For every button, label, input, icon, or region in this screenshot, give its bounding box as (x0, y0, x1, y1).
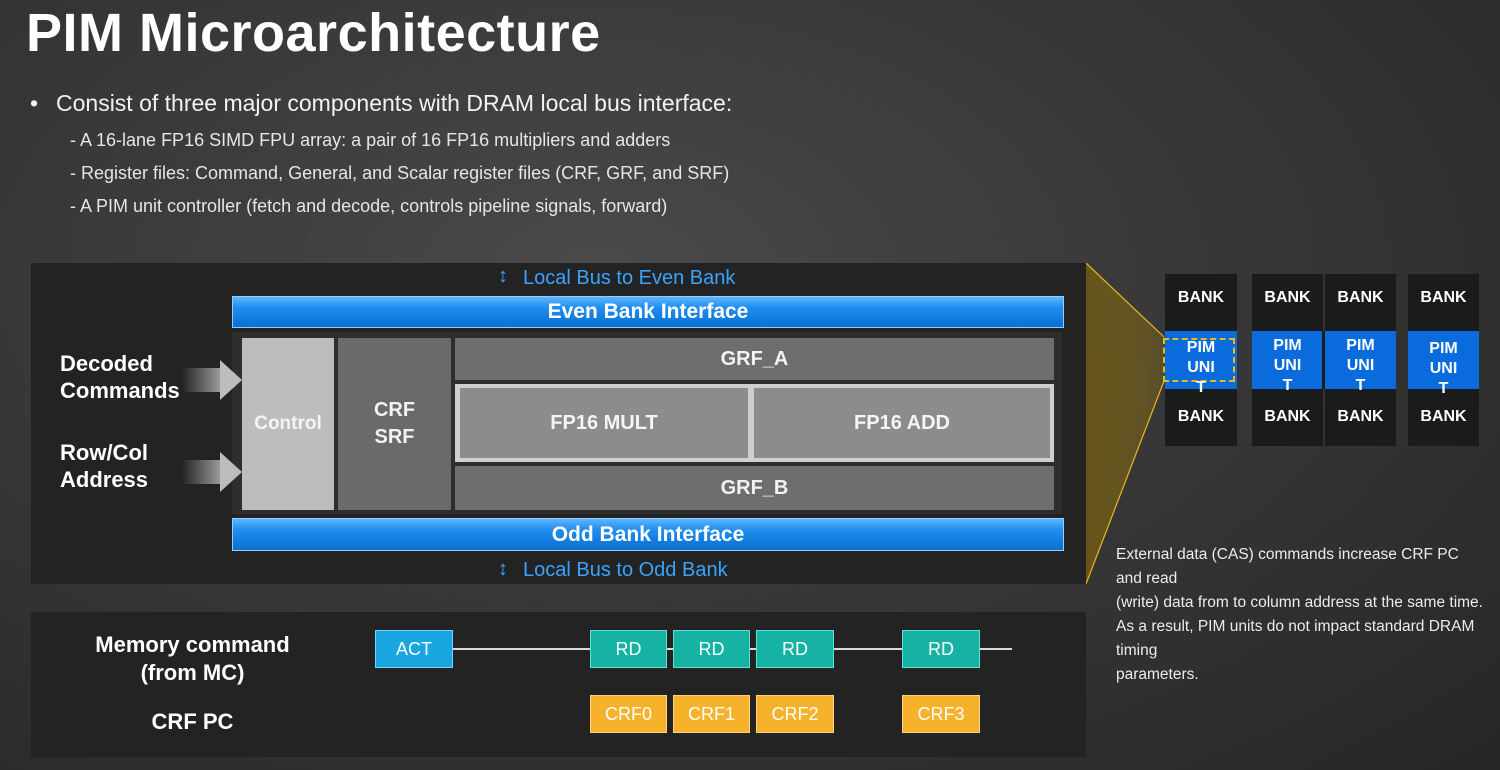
pim-line1: PIM (1429, 340, 1458, 357)
pim-line1: PIM (1186, 339, 1216, 356)
pim-unit-label-4: PIM UNI T (1408, 339, 1479, 399)
pim-strip-1 (1165, 331, 1237, 389)
memory-command-line2: (from MC) (140, 660, 245, 685)
pim-line2: UNI (1429, 360, 1458, 377)
crf-pc-2: CRF2 (756, 695, 834, 733)
pim-line1: PIM (1346, 337, 1375, 354)
srf-label: SRF (374, 426, 415, 448)
memory-command-label: Memory command (from MC) (80, 631, 305, 687)
pim-line3: T (1196, 379, 1206, 396)
crf-pc-0: CRF0 (590, 695, 667, 733)
bank-label-bottom-4: BANK (1420, 408, 1467, 425)
arrow-tail-1 (182, 368, 220, 392)
bank-label-top-3: BANK (1337, 289, 1384, 306)
sub-item-1: - A 16-lane FP16 SIMD FPU array: a pair … (70, 130, 671, 150)
sub-item-2: - Register files: Command, General, and … (70, 163, 730, 183)
decoded-commands-label: Decoded Commands (60, 350, 180, 404)
pim-line2: UNI (1187, 359, 1215, 376)
bank-label-top-2: BANK (1264, 289, 1311, 306)
right-arrow-icon-1 (220, 360, 242, 400)
pim-line1: PIM (1273, 337, 1302, 354)
zoom-connector (1086, 263, 1165, 585)
grf-a: GRF_A (455, 338, 1054, 380)
decoded-commands-line1: Decoded (60, 351, 153, 376)
pim-unit-label-1: PIM UNI T (1165, 338, 1237, 398)
row-col-line2: Address (60, 467, 149, 492)
bus-label-top: Local Bus to Even Bank (523, 267, 736, 289)
pim-line3: T (1282, 377, 1293, 394)
main-bullet: • Consist of three major components with … (30, 90, 732, 117)
control-unit: Control (242, 338, 334, 510)
cmd-rd-2: RD (673, 630, 750, 668)
fp16-mult: FP16 MULT (460, 388, 748, 458)
pim-unit-label-3: PIM UNI T (1325, 336, 1396, 396)
description-line-2: (write) data from to column address at t… (1116, 594, 1483, 611)
row-col-line1: Row/Col (60, 440, 148, 465)
even-bank-interface: Even Bank Interface (232, 296, 1064, 328)
up-down-arrow-icon-bottom: ↕ (498, 558, 508, 580)
odd-bank-interface: Odd Bank Interface (232, 518, 1064, 551)
pim-strip-3 (1408, 331, 1479, 389)
bank-label-bottom-3: BANK (1337, 408, 1384, 425)
up-down-arrow-icon-top: ↕ (498, 265, 508, 287)
bank-label-top-1: BANK (1177, 289, 1225, 306)
fp16-add: FP16 ADD (754, 388, 1050, 458)
crf-pc-3: CRF3 (902, 695, 980, 733)
description-line-4: parameters. (1116, 666, 1199, 683)
highlight-box (1163, 338, 1235, 382)
cmd-rd-4: RD (902, 630, 980, 668)
bank-label-bottom-2: BANK (1264, 408, 1311, 425)
pim-line3: T (1355, 377, 1366, 394)
bank-label-bottom-1: BANK (1177, 408, 1225, 425)
page-title: PIM Microarchitecture (26, 3, 601, 63)
row-col-address-label: Row/Col Address (60, 439, 148, 493)
cmd-rd-1: RD (590, 630, 667, 668)
crf-pc-1: CRF1 (673, 695, 750, 733)
sub-item-3: - A PIM unit controller (fetch and decod… (70, 196, 668, 216)
grf-b: GRF_B (455, 466, 1054, 510)
pim-unit-label-2: PIM UNI T (1252, 336, 1323, 396)
description: External data (CAS) commands increase CR… (1116, 543, 1486, 687)
crf-srf-block: CRF SRF (338, 338, 451, 510)
bullet-dot-icon: • (30, 90, 39, 116)
bus-label-bottom: Local Bus to Odd Bank (523, 559, 728, 581)
bank-label-top-4: BANK (1420, 289, 1467, 306)
memory-command-line1: Memory command (95, 632, 290, 657)
description-line-3: As a result, PIM units do not impact sta… (1116, 618, 1475, 659)
decoded-commands-line2: Commands (60, 378, 180, 403)
crf-label: CRF (373, 399, 416, 421)
cmd-act: ACT (375, 630, 453, 668)
pim-separator (1322, 331, 1325, 389)
right-arrow-icon-2 (220, 452, 242, 492)
pim-line3: T (1438, 380, 1449, 397)
pim-line2: UNI (1273, 357, 1302, 374)
arrow-tail-2 (182, 460, 220, 484)
cmd-rd-3: RD (756, 630, 834, 668)
crf-pc-label: CRF PC (151, 709, 234, 734)
pim-line2: UNI (1346, 357, 1375, 374)
description-line-1: External data (CAS) commands increase CR… (1116, 546, 1459, 587)
main-bullet-text: Consist of three major components with D… (56, 90, 733, 116)
